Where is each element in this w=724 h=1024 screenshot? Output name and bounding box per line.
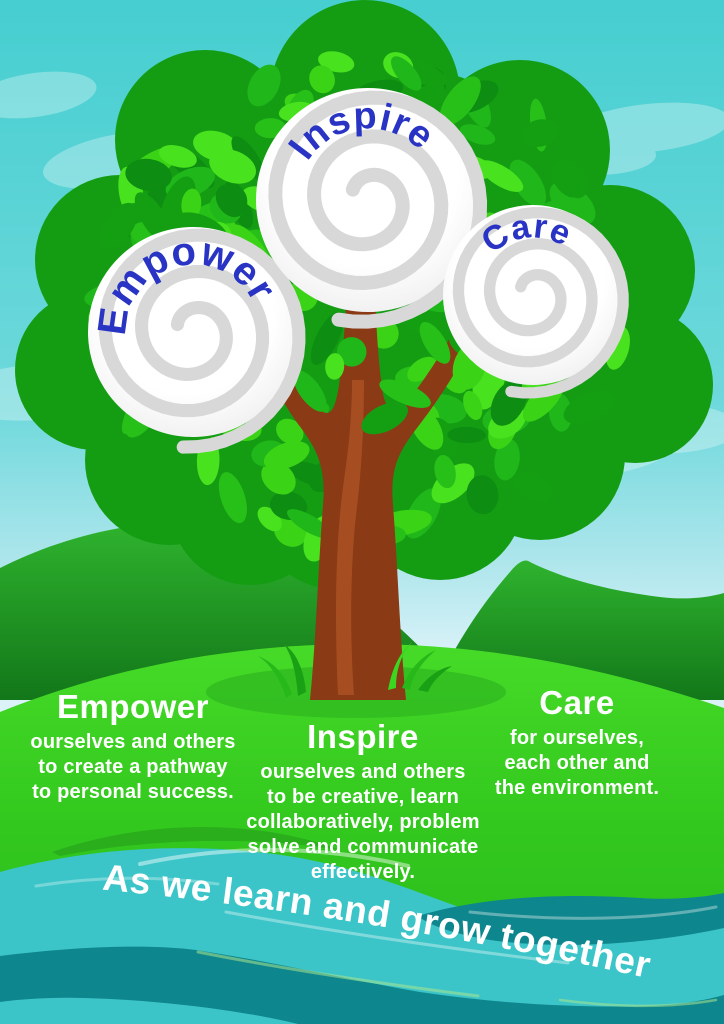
leaf bbox=[261, 461, 296, 495]
value-line: to create a pathway bbox=[38, 755, 228, 778]
leaf bbox=[439, 76, 481, 126]
leaf bbox=[181, 188, 202, 220]
grass-tufts bbox=[258, 642, 452, 698]
leaf bbox=[447, 426, 486, 444]
leaf bbox=[512, 471, 553, 502]
leaf bbox=[287, 509, 332, 539]
leaf bbox=[336, 337, 367, 367]
value-line: effectively. bbox=[310, 861, 416, 884]
leaf bbox=[125, 158, 172, 192]
leaf bbox=[379, 379, 431, 408]
leaf bbox=[459, 124, 496, 145]
value-line: to be creative, learn bbox=[266, 785, 460, 808]
swirl-empower: Empower bbox=[71, 208, 306, 454]
value-line: for ourselves, bbox=[510, 726, 644, 749]
value-block-empower: Empower ourselves and others to create a… bbox=[8, 688, 258, 805]
value-line: solve and communicate bbox=[247, 836, 479, 859]
value-line: ourselves and others bbox=[260, 760, 466, 783]
value-line: collaboratively, problem bbox=[246, 811, 480, 834]
leaf bbox=[466, 475, 499, 515]
leaf bbox=[134, 192, 172, 244]
leaf bbox=[276, 418, 304, 445]
leaf bbox=[209, 149, 256, 184]
leaf bbox=[99, 202, 138, 249]
leaf bbox=[390, 56, 422, 91]
value-block-care: Care for ourselves, each other and the e… bbox=[462, 684, 692, 801]
leaf bbox=[522, 119, 558, 147]
value-line: ourselves and others bbox=[30, 730, 236, 753]
wave-streaks bbox=[34, 848, 718, 1008]
leaf bbox=[361, 402, 408, 435]
leaf bbox=[218, 472, 247, 524]
wave-dark-ribbon bbox=[0, 946, 724, 1024]
swirl-care: Care bbox=[443, 202, 629, 399]
value-heading-care: Care bbox=[539, 684, 615, 721]
leaf bbox=[158, 145, 197, 168]
leaf bbox=[494, 438, 520, 481]
leaf bbox=[419, 322, 451, 364]
value-heading-empower: Empower bbox=[56, 688, 210, 725]
leaf bbox=[551, 159, 589, 199]
leaf bbox=[463, 390, 483, 420]
value-heading-inspire: Inspire bbox=[307, 718, 419, 755]
wave-dark-upper bbox=[418, 893, 724, 945]
green-swoosh-shadow bbox=[52, 827, 340, 856]
leaf bbox=[215, 184, 246, 218]
leaf bbox=[293, 370, 327, 412]
leaf bbox=[263, 441, 310, 470]
leaf bbox=[563, 390, 615, 424]
leaf bbox=[509, 159, 547, 207]
swirl-inspire: Inspire bbox=[256, 88, 488, 329]
leaf bbox=[325, 353, 345, 380]
leaf bbox=[478, 160, 524, 192]
leaf bbox=[247, 64, 281, 107]
value-line: to personal success. bbox=[32, 781, 234, 804]
leaf bbox=[309, 65, 335, 94]
trunk-highlight bbox=[336, 380, 364, 695]
tree-trunk bbox=[252, 220, 470, 700]
value-line: each other and bbox=[504, 751, 650, 774]
value-block-inspire: Inspire ourselves and others to be creat… bbox=[233, 718, 493, 886]
value-line: the environment. bbox=[494, 777, 660, 800]
leaf bbox=[434, 455, 456, 489]
